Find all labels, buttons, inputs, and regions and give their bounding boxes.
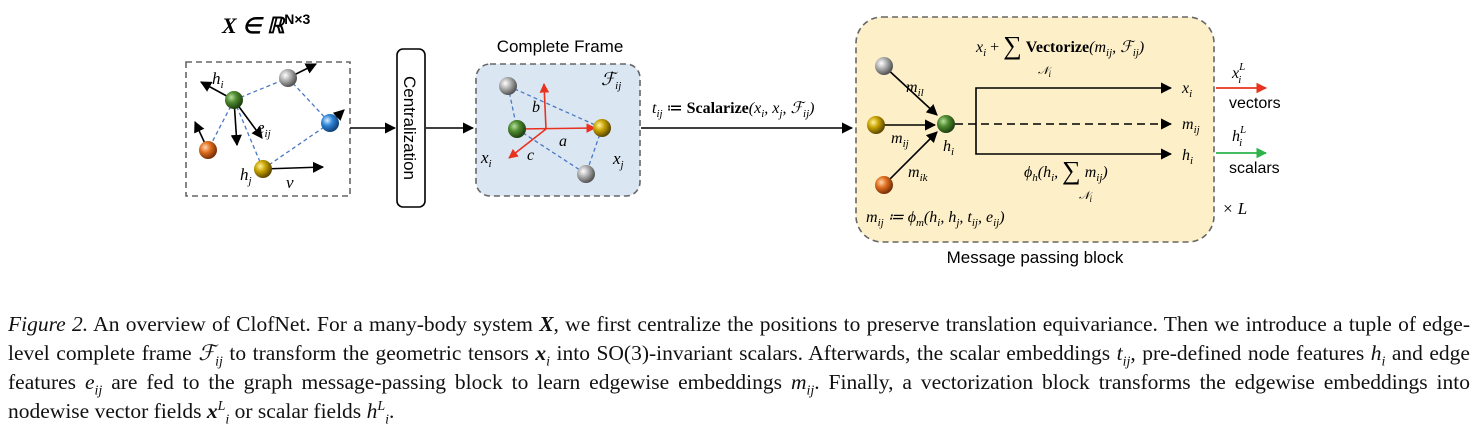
caption-label: Figure 2. xyxy=(8,312,89,336)
caption-math: L xyxy=(217,398,226,414)
centralization-box xyxy=(396,48,426,208)
mp-node-gold xyxy=(867,116,885,134)
caption-text: , we first centralize the positions to p… xyxy=(8,312,1471,365)
caption-math: X xyxy=(539,312,554,336)
caption-text: . Finally, a vectorization block transfo… xyxy=(8,370,1470,423)
mp-node-gray xyxy=(875,57,893,75)
caption-math: ij xyxy=(1122,354,1131,370)
label-h-i: hi xyxy=(212,69,224,91)
mp-out-h-i: hi xyxy=(1182,147,1193,167)
frame-x-i: xi xyxy=(480,148,492,170)
mp-input-arrows xyxy=(876,65,938,186)
frame-node-green xyxy=(508,120,526,138)
caption-text: , pre-defined node features xyxy=(1130,341,1371,365)
mp-block-box xyxy=(855,16,1215,243)
mp-out-m-ij: mij xyxy=(1182,116,1200,136)
caption-text: and edge features xyxy=(8,341,1470,394)
mp-top-sum-sub: 𝒩i xyxy=(1038,65,1052,79)
caption-math: h xyxy=(366,399,378,423)
scalarize-formula: tij ≔ Scalarize(xi, xj, ℱij) xyxy=(652,100,814,120)
mp-phi-sum-sub: 𝒩i xyxy=(1079,190,1093,204)
centralization-label: Centralization xyxy=(400,76,419,180)
frame-axis-a: a xyxy=(559,133,567,150)
caption-math: x xyxy=(206,399,218,423)
mp-repeat-L: × L xyxy=(1222,199,1247,218)
mp-m-ik: mik xyxy=(908,164,929,184)
output-vectors-label: vectors xyxy=(1229,95,1281,112)
caption-math: e xyxy=(84,370,95,394)
caption-math: i xyxy=(546,354,550,370)
mp-out-x-i: xi xyxy=(1181,80,1192,100)
mp-top-formula: xi + ∑ Vectorize(mij, ℱij) xyxy=(975,31,1144,60)
frame-node-gray-bottom xyxy=(577,165,595,183)
caption-math: x xyxy=(535,341,547,365)
caption-math: ij xyxy=(94,383,103,399)
frame-node-gold xyxy=(593,119,611,137)
caption-math: h xyxy=(1370,341,1382,365)
caption-math: i xyxy=(385,412,389,428)
mp-m-ij: mij xyxy=(891,130,909,150)
mp-h-i: hi xyxy=(943,138,954,158)
node-orange xyxy=(199,141,217,159)
input-graph-edges xyxy=(207,77,331,170)
caption-math: ij xyxy=(806,383,815,399)
label-e-ij: eij xyxy=(257,118,271,140)
frame-axes xyxy=(508,83,596,159)
caption-math: ij xyxy=(215,354,223,370)
label-v: v xyxy=(286,173,294,192)
input-velocity-arrows xyxy=(194,63,345,173)
mp-m-il: mil xyxy=(906,79,924,99)
frame-F-ij: ℱij xyxy=(601,69,621,92)
frame-title: Complete Frame xyxy=(497,37,624,56)
mp-phi-h-formula: ϕh(hi, ∑ mij) xyxy=(1024,156,1108,185)
caption-text: into SO(3)-invariant scalars. Afterwards… xyxy=(550,341,1117,365)
node-blue xyxy=(321,114,339,132)
mp-block-title: Message passing block xyxy=(947,248,1124,267)
caption-math: i xyxy=(1381,354,1386,370)
mp-output-arrows xyxy=(955,82,1173,160)
caption-math: i xyxy=(225,412,230,428)
frame-box xyxy=(475,63,641,197)
mp-message-formula: mij ≔ ϕm(hi, hj, tij, eij) xyxy=(866,209,1005,229)
clofnet-overview-figure: X ∈ ℝN×3 hi eij hj v Centralization Comp… xyxy=(185,11,1281,267)
mp-node-orange xyxy=(875,176,893,194)
caption-text: are fed to the graph message-passing blo… xyxy=(102,370,791,394)
node-green xyxy=(225,91,243,109)
frame-node-gray-top xyxy=(499,77,517,95)
caption-math: m xyxy=(790,370,807,394)
frame-axis-b: b xyxy=(532,99,540,116)
input-graph-box xyxy=(185,61,351,197)
node-gray xyxy=(279,69,297,87)
frame-x-j: xj xyxy=(612,149,624,171)
caption-text: to transform the geometric tensors xyxy=(222,341,536,365)
caption-text: or scalar fields xyxy=(229,399,367,423)
caption-math: L xyxy=(377,398,386,414)
caption-text: . xyxy=(389,399,395,423)
input-set-label: X ∈ ℝN×3 xyxy=(221,11,311,38)
mp-node-green xyxy=(937,115,955,133)
output-scalars-label: scalars xyxy=(1229,160,1280,177)
figure-caption: Figure 2. An overview of ClofNet. For a … xyxy=(8,310,1471,428)
caption-text: An overview of ClofNet. For a many-body … xyxy=(88,312,540,336)
caption-math: t xyxy=(1116,341,1123,365)
frame-axis-c: c xyxy=(527,147,534,164)
label-h-j: hj xyxy=(240,165,252,187)
caption-math: ℱ xyxy=(198,341,216,365)
node-gold xyxy=(254,160,272,178)
